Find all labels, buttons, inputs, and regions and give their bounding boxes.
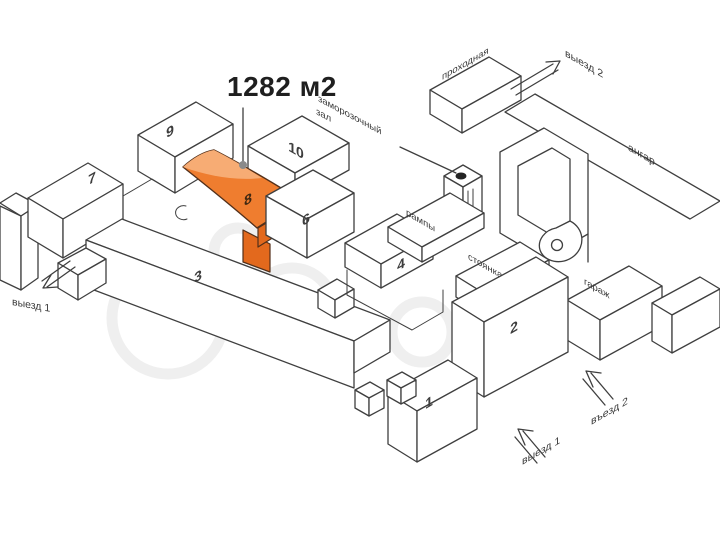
- area-callout: 1282 м2: [227, 71, 337, 169]
- building-6: 6: [265, 169, 355, 259]
- courtyard-details: [122, 178, 188, 221]
- u-shaped-building: [499, 127, 589, 284]
- leader-dot: [239, 161, 247, 169]
- building-4-number: 4: [397, 254, 405, 275]
- building-2-number: 2: [510, 318, 518, 338]
- building-7: 7: [27, 162, 124, 259]
- top-exit-label: выезд 2: [565, 48, 603, 81]
- top-exit-arrow: выезд 2: [510, 48, 603, 96]
- building-1-number: 1: [425, 393, 433, 413]
- building-7-number: 7: [88, 169, 96, 189]
- small-cube-center: [317, 278, 355, 319]
- area-label: 1282 м2: [227, 71, 337, 102]
- ramps-building: рампы: [387, 192, 485, 263]
- bottom-entrance-label: въезд 2: [591, 395, 628, 427]
- building-3-number: 3: [194, 267, 202, 287]
- bottom-entrance-arrow: въезд 2: [582, 370, 628, 428]
- bottom-exit-arrow: выезд 1: [514, 428, 560, 468]
- small-cubes-bottom: [354, 371, 417, 417]
- building-1: 1: [387, 359, 478, 463]
- edge-building: [651, 276, 720, 354]
- left-exit-label: выезд 1: [12, 296, 50, 315]
- building-8-number: 8: [244, 190, 252, 210]
- building-9-number: 9: [166, 122, 174, 142]
- annotation-target-dot: [455, 172, 467, 180]
- building-3-annex: [57, 247, 107, 301]
- building-6-number: 6: [302, 210, 310, 230]
- building-3: 3: [85, 218, 391, 389]
- building-8-roof-highlight: [183, 150, 262, 179]
- gatehouse-building: проходная: [429, 46, 522, 134]
- garage-building: гараж: [566, 265, 663, 361]
